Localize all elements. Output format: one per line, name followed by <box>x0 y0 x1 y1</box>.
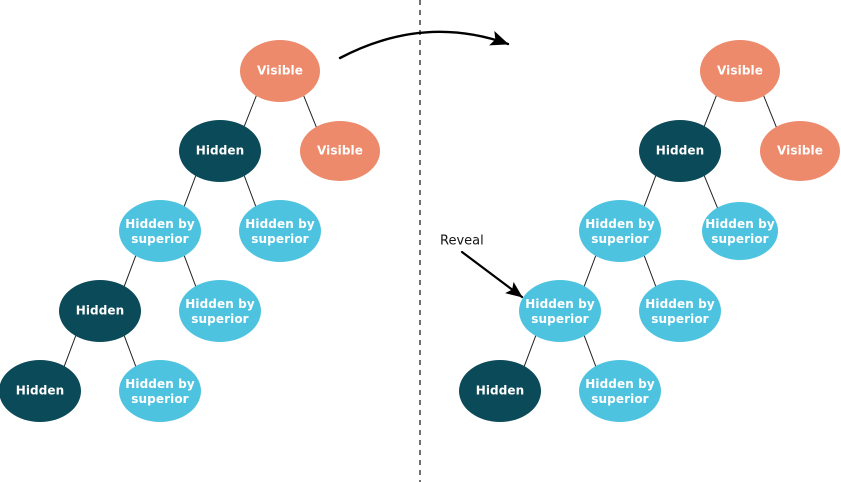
node-ellipse[interactable] <box>119 200 201 262</box>
tree-edge <box>583 255 597 287</box>
tree-edge <box>183 255 197 287</box>
tree-edge <box>123 255 137 287</box>
transition-arrow-icon <box>338 30 510 60</box>
node-ellipse[interactable] <box>639 280 721 342</box>
node-ellipse[interactable] <box>59 280 141 342</box>
tree-node-hidden[interactable]: Hidden <box>0 360 81 422</box>
tree-edge <box>583 335 597 367</box>
tree-node-visible[interactable]: Visible <box>700 40 780 102</box>
node-ellipse[interactable] <box>239 200 321 262</box>
before-tree-edges <box>63 95 317 367</box>
tree-edge <box>63 335 77 367</box>
node-ellipse[interactable] <box>760 121 840 181</box>
tree-node-hidden[interactable]: Hidden <box>639 120 721 182</box>
tree-edge <box>703 95 717 127</box>
node-ellipse[interactable] <box>0 360 81 422</box>
tree-node-hidden[interactable]: Hidden <box>59 280 141 342</box>
node-ellipse[interactable] <box>240 40 320 102</box>
tree-edge <box>523 335 537 367</box>
node-ellipse[interactable] <box>119 360 201 422</box>
reveal-arrow-icon <box>460 250 524 299</box>
node-ellipse[interactable] <box>579 200 661 262</box>
tree-edge <box>243 95 257 127</box>
tree-edge <box>183 175 197 207</box>
tree-node-visible[interactable]: Visible <box>300 121 380 181</box>
after-tree-edges <box>523 95 777 367</box>
node-ellipse[interactable] <box>459 360 541 422</box>
tree-edge <box>243 175 257 207</box>
tree-edge <box>643 255 657 287</box>
node-ellipse[interactable] <box>519 280 601 342</box>
node-ellipse[interactable] <box>179 120 261 182</box>
tree-node-visible[interactable]: Visible <box>240 40 320 102</box>
node-ellipse[interactable] <box>179 280 261 342</box>
node-ellipse[interactable] <box>639 120 721 182</box>
tree-edge <box>643 175 657 207</box>
node-ellipse[interactable] <box>300 121 380 181</box>
tree-node-hidden[interactable]: Hidden <box>179 120 261 182</box>
tree-node-visible[interactable]: Visible <box>760 121 840 181</box>
tree-edge <box>763 95 777 128</box>
node-ellipse[interactable] <box>700 40 780 102</box>
node-ellipse[interactable] <box>579 360 661 422</box>
tree-node-hidden[interactable]: Hidden <box>459 360 541 422</box>
tree-edge <box>123 335 137 367</box>
node-ellipse[interactable] <box>702 202 778 260</box>
tree-edge <box>303 95 317 128</box>
tree-edge <box>703 175 719 209</box>
reveal-annotation-label: Reveal <box>440 234 484 249</box>
